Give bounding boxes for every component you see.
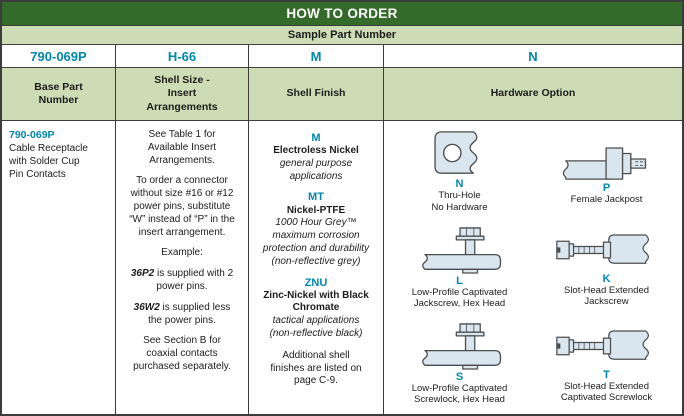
sample-part-number-bar: Sample Part Number (2, 26, 682, 45)
hardware-code-n: N (455, 178, 464, 191)
finish-note-mt: 1000 Hour Grey™ maximum corrosion protec… (262, 217, 370, 267)
insert-note-2: To order a connector without size #16 or… (129, 175, 235, 238)
base-part-description: Cable Receptacle with Solder Cup Pin Con… (9, 143, 88, 181)
page-title: HOW TO ORDER (286, 6, 398, 21)
title-bar: HOW TO ORDER (2, 2, 682, 26)
finish-name-mt: Nickel-PTFE (286, 204, 346, 216)
insert-arrangements-cell: See Table 1 for Available Insert Arrange… (116, 121, 249, 414)
finish-code-m: M (311, 132, 321, 144)
hardware-code-p: P (602, 181, 611, 194)
part-code-36p2: 36P2 (130, 268, 155, 280)
hardware-code-t: T (603, 368, 610, 381)
insert-note-1: See Table 1 for Available Insert Arrange… (147, 129, 217, 166)
finish-name-m: Electroless Nickel (273, 145, 359, 157)
hardware-option-p: P Female Jackpost (533, 123, 680, 219)
hardware-option-grid: N Thru-Hole No Hardware P Female Jackpos… (386, 123, 680, 412)
finish-option-mt: MT Nickel-PTFE 1000 Hour Grey™ maximum c… (254, 190, 378, 268)
sample-code-shell-size: H-66 (116, 45, 249, 67)
hardware-label-l: Low-Profile Captivated Jackscrew, Hex He… (411, 286, 508, 310)
hardware-option-l: L Low-Profile Captivated Jackscrew, Hex … (386, 219, 533, 315)
finish-code-mt: MT (308, 191, 324, 204)
sample-code-finish: M (249, 45, 384, 67)
finish-code-znu: ZNU (304, 276, 328, 289)
header-shell-finish: Shell Finish (249, 68, 384, 120)
extended-screwlock-illustration (554, 324, 660, 368)
finish-name-znu: Zinc-Nickel with Black Chromate (263, 289, 369, 314)
finish-option-m: M Electroless Nickel general purpose app… (254, 131, 378, 183)
hardware-code-k: K (602, 272, 611, 285)
header-hardware-option: Hardware Option (490, 87, 576, 100)
captivated-screwlock-illustration (414, 322, 506, 370)
hardware-code-s: S (455, 370, 464, 383)
hardware-label-p: Female Jackpost (570, 194, 643, 206)
insert-example-label: Example: (161, 247, 203, 259)
captivated-jackscrew-illustration (414, 226, 506, 274)
finish-option-znu: ZNU Zinc-Nickel with Black Chromate tact… (254, 276, 378, 341)
hardware-label-n: Thru-Hole No Hardware (431, 190, 488, 213)
shell-finish-cell: M Electroless Nickel general purpose app… (249, 121, 384, 414)
hardware-option-k: K Slot-Head Extended Jackscrew (533, 219, 680, 315)
insert-example-36p2: 36P2 is supplied with 2 power pins. (121, 268, 243, 294)
hardware-option-t: T Slot-Head Extended Captivated Screwloc… (533, 316, 680, 412)
part-text-36p2: is supplied with 2 power pins. (156, 268, 234, 292)
female-jackpost-illustration (556, 137, 658, 181)
column-headers-row: Base Part Number Shell Size - Insert Arr… (2, 68, 682, 121)
sample-code-hardware: N (528, 48, 538, 64)
insert-note-3: See Section B for coaxial contacts purch… (133, 335, 231, 372)
header-shell-size-insert: Shell Size - Insert Arrangements (116, 68, 249, 120)
finish-note-m: general purpose applications (279, 157, 353, 182)
base-part-cell: 790-069P Cable Receptacle with Solder Cu… (2, 121, 116, 414)
part-text-36w2: is supplied less the power pins. (148, 301, 231, 326)
header-base-part-number: Base Part Number (2, 68, 116, 120)
hardware-option-s: S Low-Profile Captivated Screwlock, Hex … (386, 316, 533, 412)
sample-codes-row: 790-069P H-66 M N (2, 45, 682, 68)
hardware-label-k: Slot-Head Extended Jackscrew (563, 284, 650, 308)
sample-code-base: 790-069P (2, 45, 116, 67)
base-part-code: 790-069P (9, 129, 55, 141)
hardware-label-t: Slot-Head Extended Captivated Screwlock (560, 380, 653, 404)
hardware-option-cell: N Thru-Hole No Hardware P Female Jackpos… (384, 121, 682, 414)
hardware-code-l: L (456, 274, 463, 287)
thru-hole-illustration (431, 129, 489, 177)
finish-footer-note: Additional shell finishes are listed on … (270, 349, 362, 387)
finish-note-znu: tactical applications (non-reflective bl… (269, 315, 363, 339)
hardware-option-n: N Thru-Hole No Hardware (386, 123, 533, 219)
sample-part-number-label: Sample Part Number (287, 29, 397, 41)
table-body-row: 790-069P Cable Receptacle with Solder Cu… (2, 121, 682, 414)
extended-jackscrew-illustration (554, 228, 660, 272)
part-code-36w2: 36W2 (133, 301, 160, 313)
hardware-label-s: Low-Profile Captivated Screwlock, Hex He… (411, 382, 508, 406)
insert-example-36w2: 36W2 is supplied less the power pins. (121, 302, 243, 328)
